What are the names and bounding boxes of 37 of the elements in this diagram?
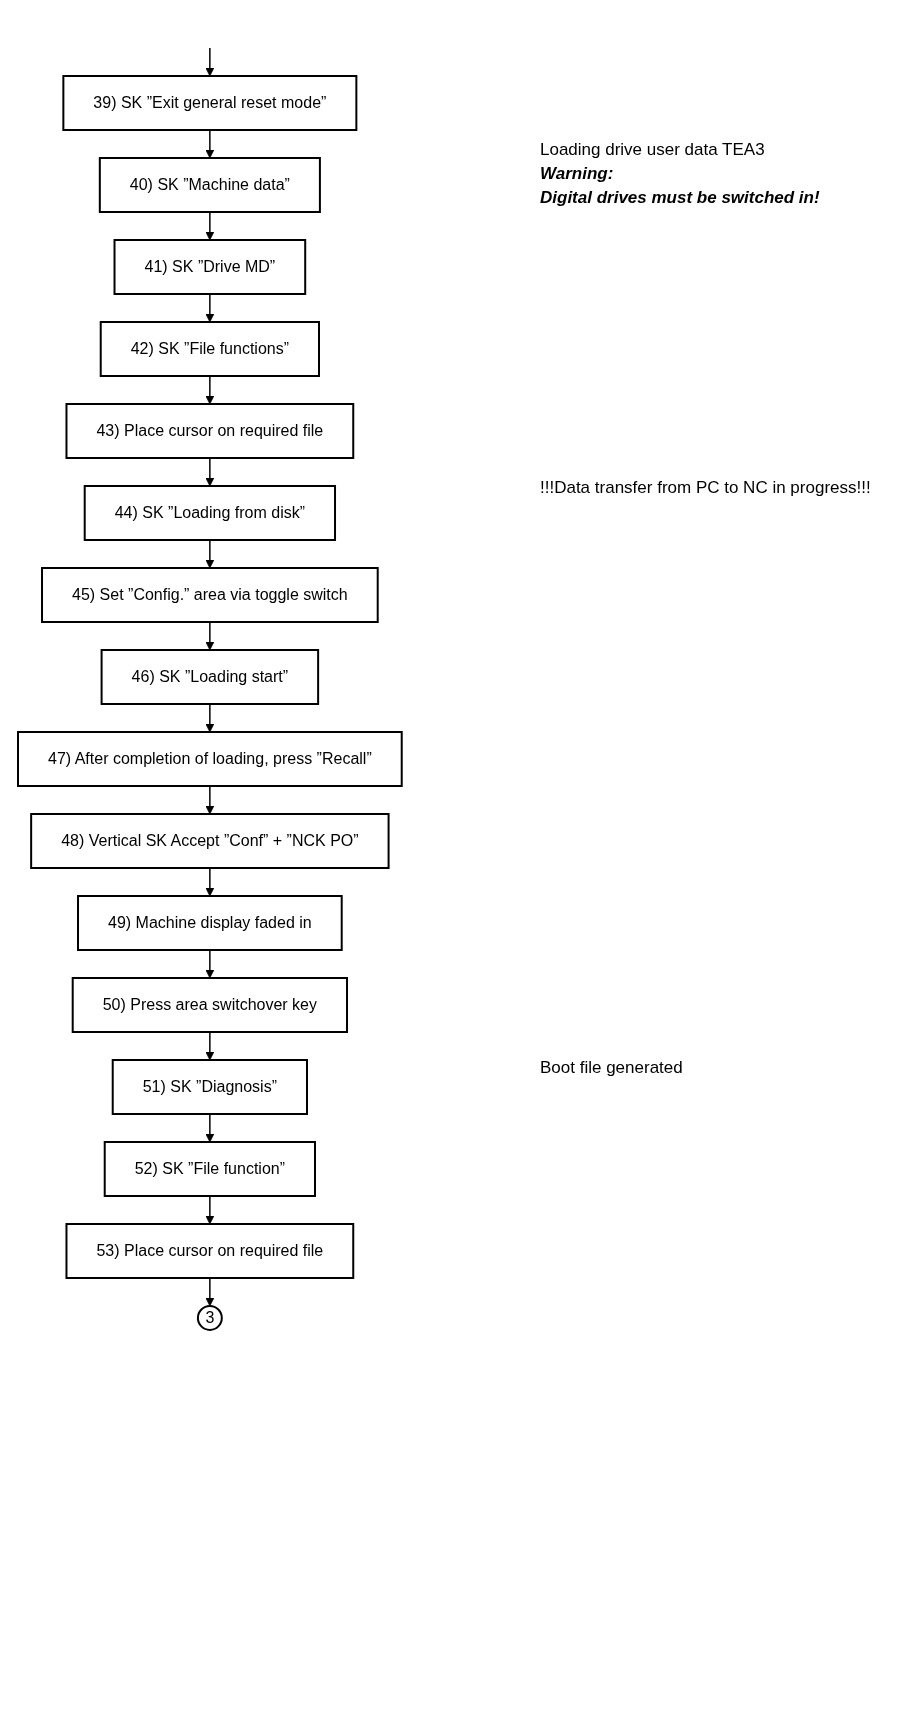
side-note: Boot file generated — [540, 1058, 684, 1078]
arrow — [205, 1277, 215, 1307]
node-box: 47) After completion of loading, press ”Recall” — [17, 731, 403, 787]
side-note: !!!Data transfer from PC to NC in progress!!! — [540, 478, 872, 498]
node-box: 50) Press area switchover key — [71, 977, 348, 1033]
arrow — [205, 293, 215, 323]
arrow — [205, 785, 215, 815]
node-box: 52) SK ”File function” — [103, 1141, 316, 1197]
arrow — [205, 621, 215, 651]
node-box: 44) SK ”Loading from disk” — [83, 485, 336, 541]
warning-note: Warning: — [540, 164, 615, 184]
arrow — [205, 457, 215, 487]
node-box: 45) Set ”Config.” area via toggle switch — [41, 567, 379, 623]
arrow — [205, 1113, 215, 1143]
arrow — [205, 1195, 215, 1225]
arrow — [205, 211, 215, 241]
node-box: 41) SK ”Drive MD” — [113, 239, 307, 295]
node-box: 46) SK ”Loading start” — [100, 649, 320, 705]
node-box: 49) Machine display faded in — [77, 895, 343, 951]
node-box: 40) SK ”Machine data” — [98, 157, 321, 213]
arrow — [205, 949, 215, 979]
node-circle: 3 — [196, 1305, 223, 1331]
arrow — [205, 867, 215, 897]
arrow — [205, 375, 215, 405]
node-box: 43) Place cursor on required file — [65, 403, 355, 459]
arrow — [205, 1031, 215, 1061]
arrow — [205, 47, 215, 77]
side-note: Loading drive user data TEA3 — [540, 140, 766, 160]
node-box: 51) SK ”Diagnosis” — [111, 1059, 308, 1115]
node-box: 48) Vertical SK Accept ”Conf” + ”NCK PO” — [30, 813, 390, 869]
node-box: 42) SK ”File functions” — [99, 321, 320, 377]
node-box: 53) Place cursor on required file — [65, 1223, 355, 1279]
warning-note: Digital drives must be switched in! — [540, 188, 821, 208]
arrow — [205, 539, 215, 569]
arrow — [205, 703, 215, 733]
node-box: 39) SK ”Exit general reset mode” — [62, 75, 358, 131]
arrow — [205, 129, 215, 159]
